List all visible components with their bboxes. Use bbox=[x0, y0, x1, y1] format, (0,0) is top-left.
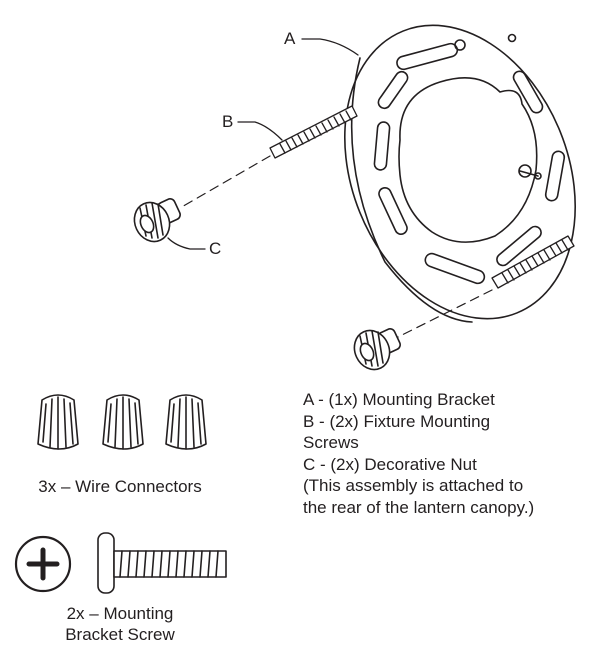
legend-line: B - (2x) Fixture Mounting bbox=[303, 411, 491, 431]
mounting-bracket bbox=[344, 24, 576, 323]
legend-line: A - (1x) Mounting Bracket bbox=[303, 390, 495, 409]
callout-b: B bbox=[222, 112, 234, 131]
decorative-nut-lower bbox=[353, 328, 401, 371]
legend-line: Screws bbox=[303, 433, 359, 452]
wire-connector-1 bbox=[37, 394, 79, 450]
phillips-head-icon bbox=[14, 535, 72, 593]
wire-connector-2 bbox=[102, 394, 144, 450]
decorative-nut-upper bbox=[133, 198, 181, 243]
bracket-screw-caption-line1: 2x – Mounting bbox=[66, 604, 174, 623]
wire-connector-3 bbox=[165, 394, 207, 450]
bracket-screw-caption: 2x – Mounting Bracket Screw bbox=[40, 603, 200, 645]
legend-line: the rear of the lantern canopy.) bbox=[303, 497, 535, 517]
wire-connectors-caption: 3x – Wire Connectors bbox=[38, 477, 202, 496]
callout-c: C bbox=[209, 239, 222, 258]
fixture-screw-upper bbox=[269, 105, 358, 159]
callout-a: A bbox=[284, 29, 296, 48]
bracket-screw-illustration bbox=[97, 532, 227, 594]
fixture-screw-lower bbox=[491, 235, 575, 289]
legend-line: C - (2x) Decorative Nut bbox=[303, 454, 477, 474]
bracket-screw-caption-line2: Bracket Screw bbox=[65, 625, 175, 644]
parts-legend: A - (1x) Mounting Bracket B - (2x) Fixtu… bbox=[303, 389, 534, 518]
legend-line: (This assembly is attached to bbox=[303, 476, 524, 495]
